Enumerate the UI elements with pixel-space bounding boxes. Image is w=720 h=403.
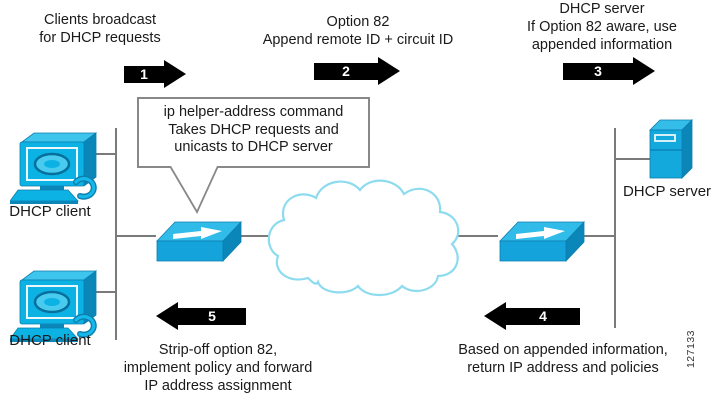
caption-step1: Clients broadcast for DHCP requests (39, 12, 161, 46)
caption-step3: DHCP server If Option 82 aware, use appe… (527, 1, 677, 53)
flow-arrow-3-number: 3 (594, 63, 602, 79)
label-dhcp-server: DHCP server (622, 183, 712, 200)
flow-arrow-2-head-icon (378, 57, 400, 85)
network-cloud-icon (267, 179, 460, 297)
flow-arrow-3: 3 (563, 57, 655, 85)
caption-step2: Option 82 Append remote ID + circuit ID (262, 14, 454, 48)
flow-arrow-4: 4 (484, 302, 580, 330)
flow-arrow-4-head-icon (484, 302, 506, 330)
segment-bus-to-switch1 (116, 235, 156, 237)
flow-arrow-2-shaft: 2 (314, 62, 378, 80)
edge-switch-icon (499, 220, 585, 263)
figure-number: 127133 (685, 329, 697, 369)
caption-step4: Based on appended information, return IP… (458, 342, 668, 376)
relay-switch-icon (156, 220, 242, 263)
label-dhcp-client-top: DHCP client (9, 203, 91, 220)
flow-arrow-3-head-icon (633, 57, 655, 85)
segment-switch1-to-cloud (234, 235, 270, 237)
flow-arrow-1: 1 (124, 60, 186, 88)
flow-arrow-2: 2 (314, 57, 400, 85)
flow-arrow-1-shaft: 1 (124, 65, 164, 83)
dhcp-server-icon (649, 119, 693, 179)
flow-arrow-5: 5 (156, 302, 246, 330)
branch-client-top (84, 153, 116, 155)
callout-box: ip helper-address command Takes DHCP req… (137, 97, 370, 168)
caption-step5: Strip-off option 82, implement policy an… (123, 342, 313, 394)
flow-arrow-1-head-icon (164, 60, 186, 88)
dhcp-client-top-icon (10, 132, 98, 204)
label-dhcp-client-bottom: DHCP client (9, 332, 91, 349)
callout-tail-icon (169, 166, 219, 214)
flow-arrow-5-shaft: 5 (178, 307, 246, 325)
bus-line-left (115, 128, 117, 340)
segment-cloud-to-switch2 (454, 235, 498, 237)
flow-arrow-2-number: 2 (342, 63, 350, 79)
dhcp-client-bottom-icon (10, 270, 98, 342)
flow-arrow-5-number: 5 (208, 308, 216, 324)
flow-arrow-4-shaft: 4 (506, 307, 580, 325)
flow-arrow-3-shaft: 3 (563, 62, 633, 80)
branch-server (615, 158, 652, 160)
flow-arrow-4-number: 4 (539, 308, 547, 324)
flow-arrow-5-head-icon (156, 302, 178, 330)
flow-arrow-1-number: 1 (140, 66, 148, 82)
branch-client-bottom (84, 291, 116, 293)
bus-line-right (614, 128, 616, 328)
segment-switch2-to-bus (574, 235, 616, 237)
